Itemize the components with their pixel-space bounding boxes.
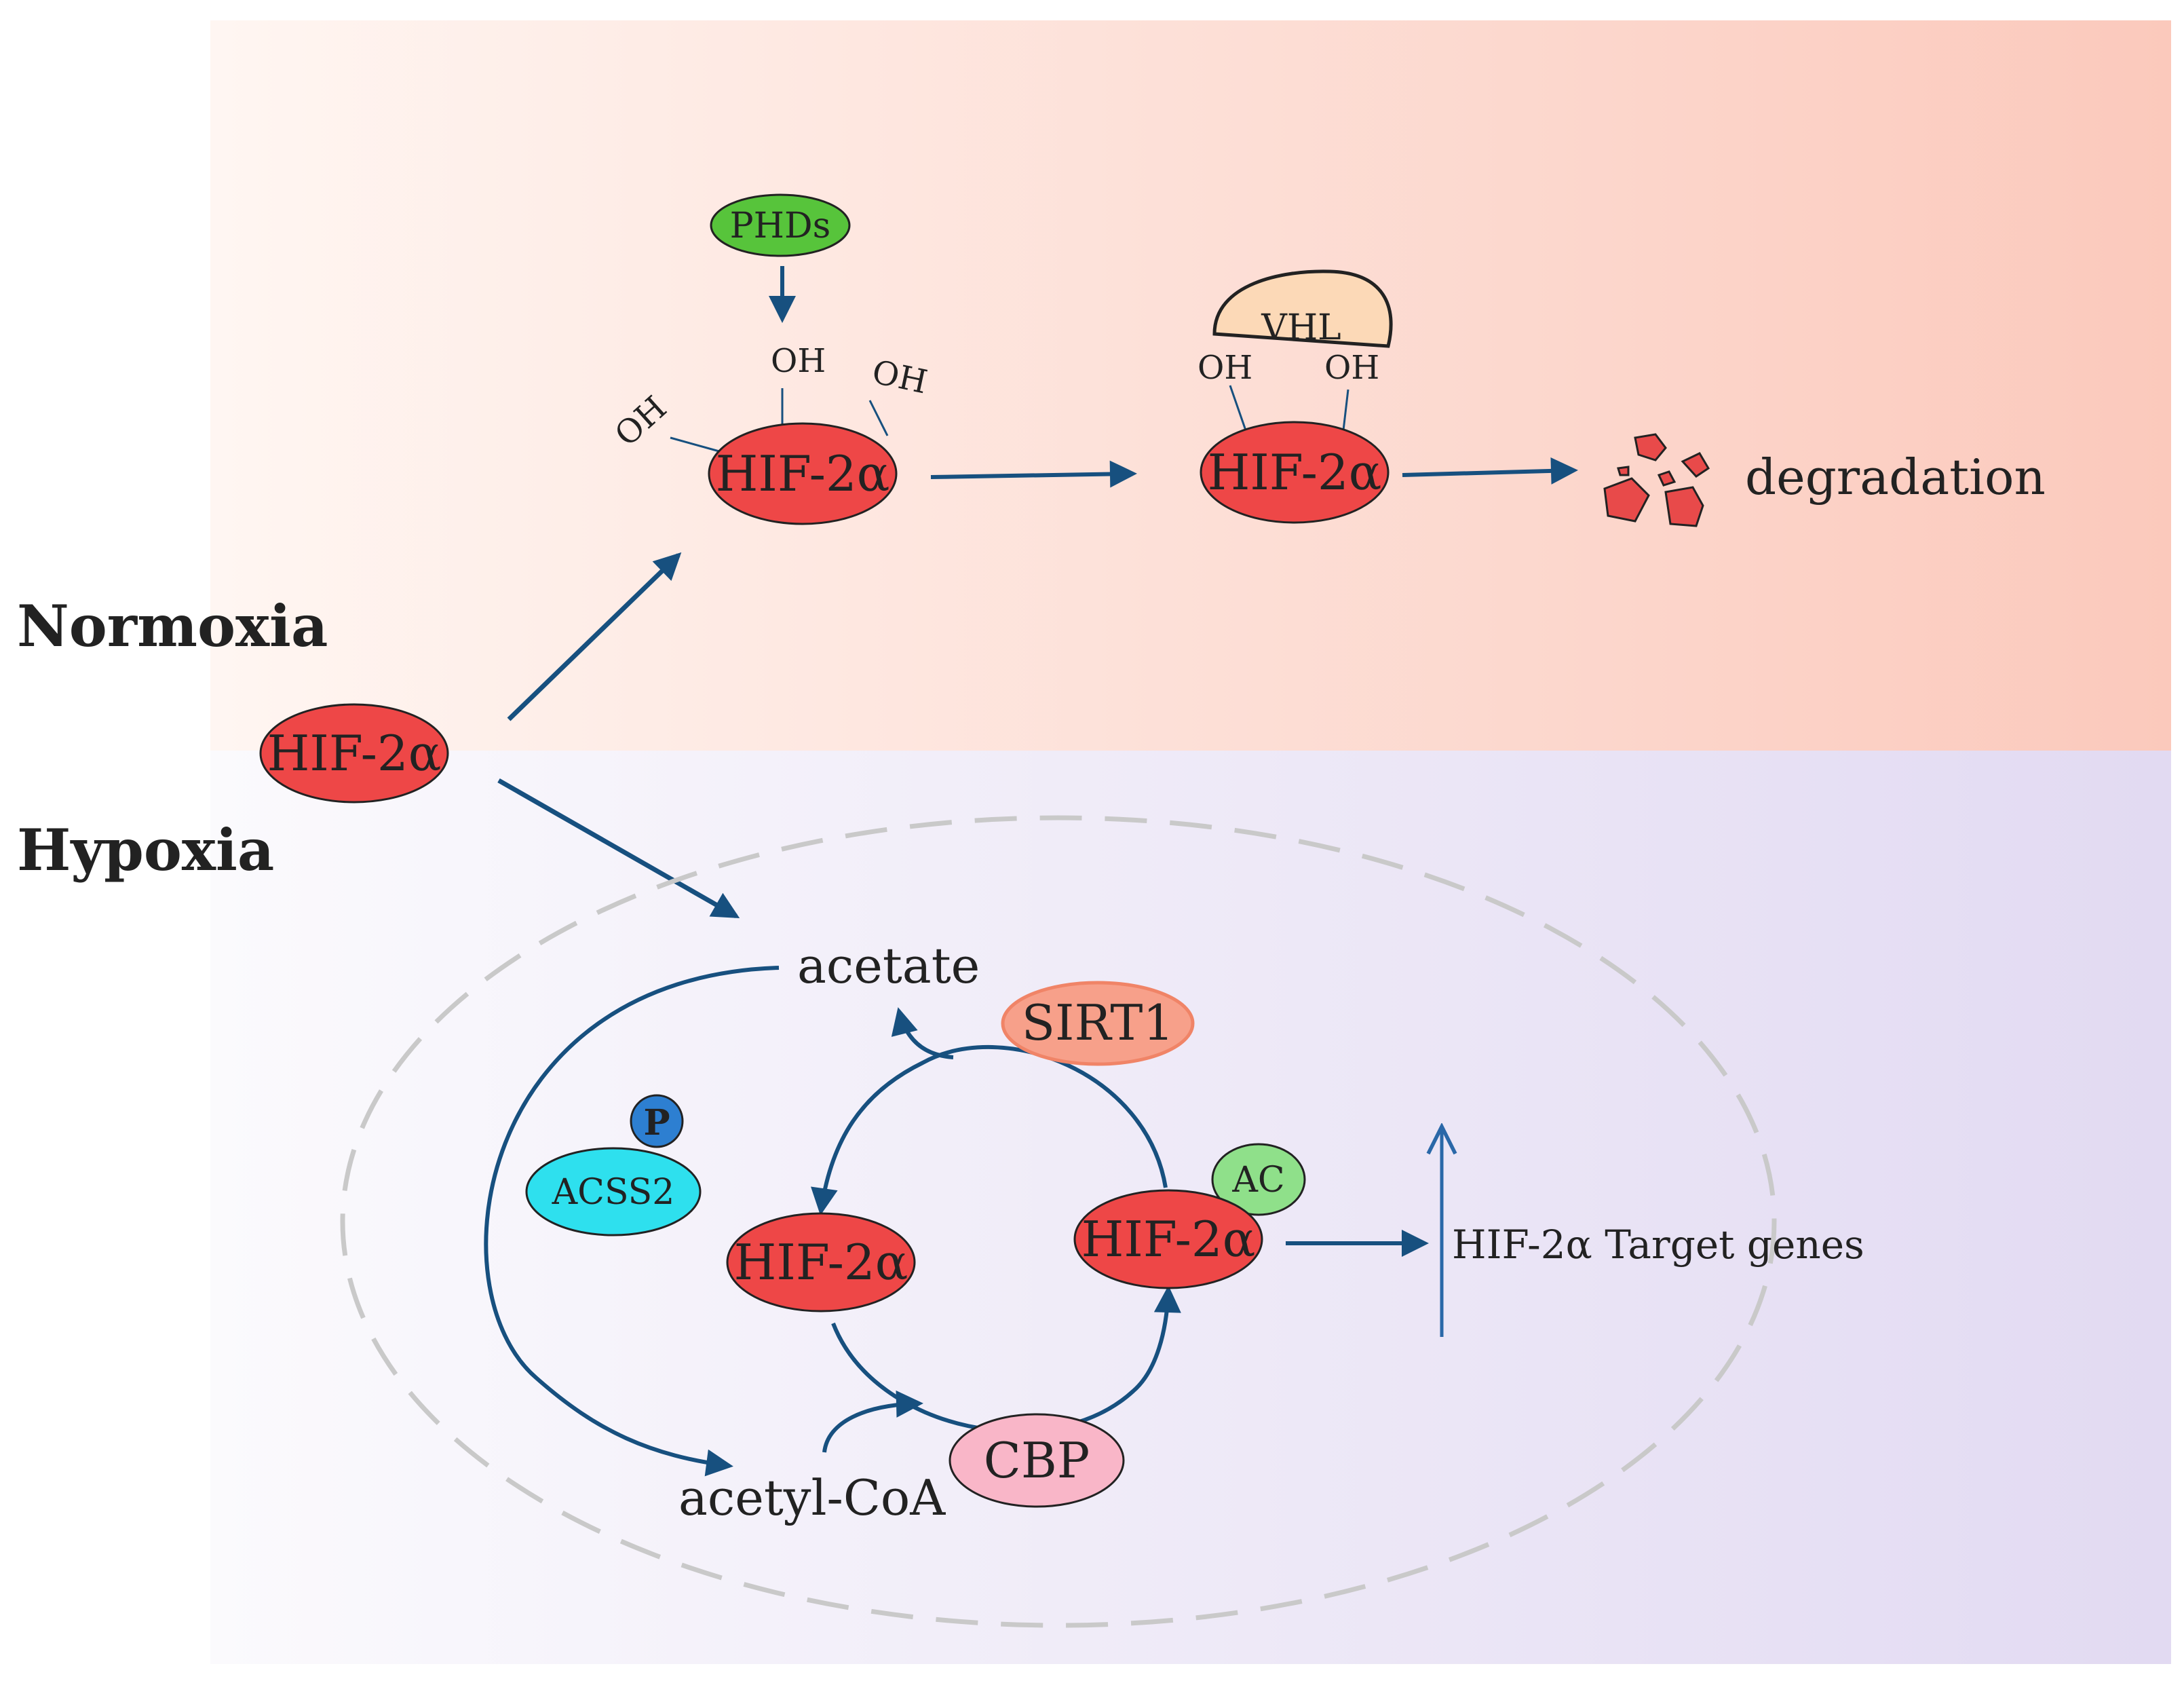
- normoxia-label: Normoxia: [17, 592, 328, 660]
- phospho-node: P: [630, 1094, 684, 1148]
- hif2a-deacetylated-node: HIF-2α: [726, 1212, 916, 1312]
- hif2a-hydroxylated-label: HIF-2α: [716, 445, 890, 502]
- acss2-label: ACSS2: [552, 1172, 675, 1213]
- cycle-top-arc: [811, 1045, 1168, 1215]
- arrow-to-hypoxia: [497, 778, 740, 919]
- arrow-to-normoxia: [507, 552, 682, 721]
- hif2a-start-label: HIF-2α: [267, 725, 442, 782]
- degradation-label: degradation: [1745, 449, 2046, 506]
- target-genes-label: HIF-2α Target genes: [1452, 1222, 1864, 1268]
- acetylcoa-label: acetyl-CoA: [678, 1469, 946, 1526]
- arrow-to-degradation: [1402, 457, 1578, 485]
- phospho-label: P: [643, 1102, 670, 1144]
- sirt1-node: SIRT1: [1001, 981, 1195, 1066]
- vhl-complex: VHL OH OH HIF-2α: [1198, 269, 1393, 524]
- phds-label: PHDs: [730, 206, 831, 246]
- hypoxia-label: Hypoxia: [17, 816, 274, 884]
- arrow-to-vhl-complex: [930, 460, 1137, 488]
- oh-label-vhl-right: OH: [1324, 349, 1379, 387]
- arc-acetate-to-acetylcoa: [484, 966, 780, 1477]
- normoxia-background: [210, 20, 2171, 751]
- ac-label: AC: [1231, 1160, 1284, 1201]
- hif2a-vhl-label: HIF-2α: [1208, 444, 1382, 501]
- cbp-node: CBP: [949, 1413, 1125, 1508]
- cbp-label: CBP: [984, 1432, 1090, 1489]
- phds-node: PHDs: [710, 193, 851, 257]
- acetate-label: acetate: [797, 937, 980, 994]
- arrow-acetylcoa-to-cycle: [822, 1390, 923, 1453]
- hif2a-start-node: HIF-2α: [259, 703, 449, 804]
- sirt1-label: SIRT1: [1022, 994, 1174, 1051]
- oh-label-vhl-left: OH: [1198, 349, 1252, 387]
- vhl-label: VHL: [1261, 307, 1341, 348]
- degradation-fragments-icon: [1603, 433, 1710, 527]
- hif2a-acetylated-label: HIF-2α: [1081, 1211, 1256, 1268]
- nucleus-boundary: [340, 815, 1777, 1628]
- hif2a-acetylated-node: AC HIF-2α: [1073, 1143, 1306, 1289]
- hif2a-deacetylated-label: HIF-2α: [734, 1234, 908, 1291]
- acss2-node: ACSS2: [525, 1147, 702, 1236]
- arrow-sirt1-to-acetate: [891, 1007, 954, 1059]
- oh-label-top: OH: [771, 342, 826, 380]
